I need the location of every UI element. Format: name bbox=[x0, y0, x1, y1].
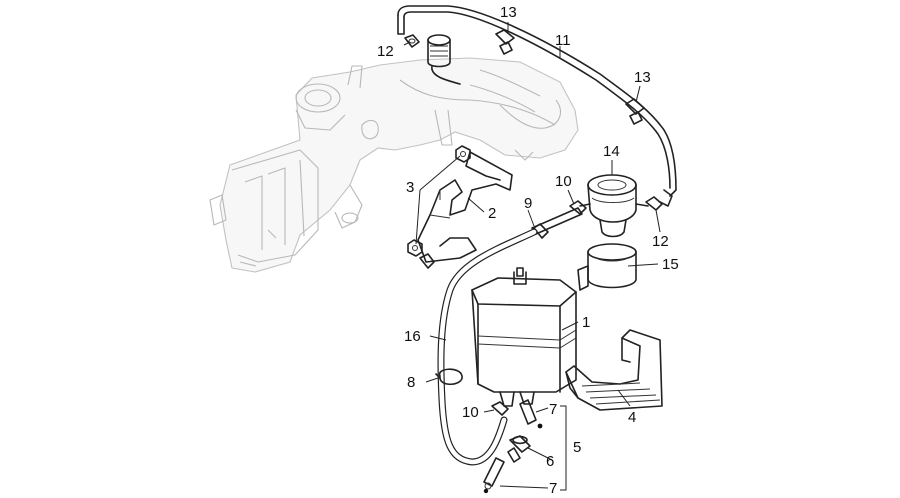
callout-13-right: 13 bbox=[634, 69, 651, 86]
callout-7-lower: 7 bbox=[549, 480, 557, 497]
charcoal-canister bbox=[471, 267, 577, 407]
callout-8: 8 bbox=[407, 374, 415, 391]
callout-15: 15 bbox=[662, 256, 679, 273]
small-hose-lower bbox=[483, 457, 505, 494]
hose-long bbox=[437, 228, 538, 466]
pipe-clamp-right bbox=[625, 98, 645, 125]
callout-11: 11 bbox=[555, 32, 571, 49]
group-bracket-5 bbox=[560, 405, 567, 491]
pipe-clamp-top bbox=[495, 29, 515, 55]
breather-pipe bbox=[397, 5, 677, 207]
hose-clamp bbox=[435, 368, 463, 386]
nut-lower bbox=[407, 239, 435, 269]
hose-clip-valve-left bbox=[569, 200, 587, 215]
callout-10-valve: 10 bbox=[555, 173, 572, 190]
filler-neck bbox=[427, 34, 461, 85]
callout-16: 16 bbox=[404, 328, 421, 345]
callout-4: 4 bbox=[628, 409, 636, 426]
callout-6: 6 bbox=[546, 453, 554, 470]
small-hose-upper bbox=[519, 399, 543, 429]
callout-10-bottom: 10 bbox=[462, 404, 479, 421]
valve-mount bbox=[577, 243, 637, 291]
callout-9: 9 bbox=[524, 195, 532, 212]
callout-12-valve: 12 bbox=[652, 233, 669, 250]
fuel-tank-outline bbox=[209, 57, 579, 273]
t-fitting bbox=[507, 435, 531, 463]
canister-cover bbox=[565, 329, 663, 411]
callout-labels: 13 12 11 13 14 10 3 2 9 12 15 1 16 8 4 1… bbox=[377, 4, 679, 497]
nut-upper bbox=[455, 145, 471, 163]
hose-clip-top bbox=[404, 34, 420, 48]
callout-13-top: 13 bbox=[500, 4, 517, 21]
callout-2: 2 bbox=[488, 205, 496, 222]
callout-3: 3 bbox=[406, 179, 414, 196]
vent-valve bbox=[579, 174, 649, 238]
hose-short bbox=[531, 207, 583, 239]
callout-7-upper: 7 bbox=[549, 401, 557, 418]
leader-lines bbox=[403, 22, 661, 489]
hose-clip-bottom bbox=[491, 401, 509, 416]
callout-14: 14 bbox=[603, 143, 620, 160]
callout-1: 1 bbox=[582, 314, 590, 331]
hose-clip-valve-right bbox=[645, 196, 663, 211]
callout-5: 5 bbox=[573, 439, 581, 456]
callout-12-top: 12 bbox=[377, 43, 394, 60]
